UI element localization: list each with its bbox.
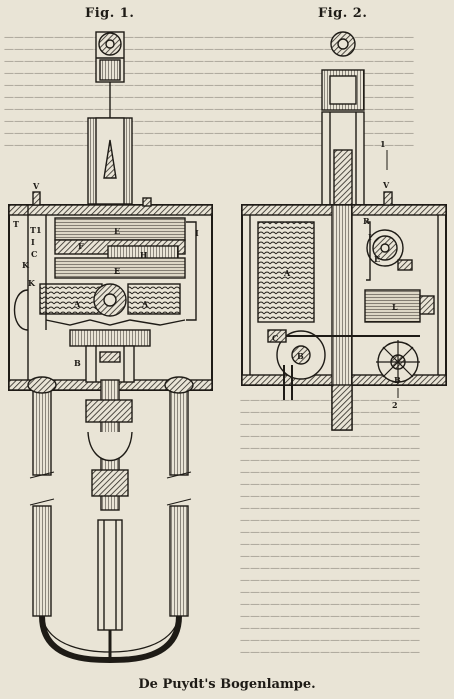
fig2-labels: 1 V R I E A L C B B 2 [272,139,401,410]
fig1-label-A-left: A [73,299,81,309]
fig1-label-H: H [140,250,148,260]
fig2-label-L: L [392,302,398,312]
fig2-drawing [241,31,447,431]
show-through-text-lower: ————————————————————————————————————————… [240,395,420,658]
fig1-right-rod [169,384,189,476]
fig1-label-A-right: A [141,299,149,309]
fig1-label-E-top: E [114,226,120,236]
fig2-label-C: C [272,333,278,343]
fig2-label-I: I [368,232,372,242]
fig1-label-K1: K [28,278,36,288]
fig2-label-V: V [382,180,390,190]
fig2-label-2: 2 [392,400,398,410]
fig2-label-B-right: B [394,375,401,385]
fig1-label-K: K [22,260,30,270]
fig1-label-E-mid: E [114,266,120,276]
fig1-labels: V T T1 I I C K K E F H E A A B [13,181,199,368]
fig1-drawing [8,31,213,664]
fig1-label-I2: I [195,228,199,238]
fig2-coil-A [257,221,315,323]
figure-caption: De Puydt's Bogenlampe. [138,677,316,692]
fig1-coil-E-mid [54,257,186,279]
fig1-title: Fig. 1. [85,6,135,21]
fig1-coil-A-right [127,283,181,315]
fig1-label-V: V [32,181,40,191]
fig1-left-rod [32,384,52,476]
fig2-title: Fig. 2. [318,6,368,21]
fig1-pulley [95,31,125,83]
show-through-text: ————————————————————————————————————————… [4,32,414,151]
fig1-label-I: I [31,237,35,247]
fig1-label-F: F [78,241,84,251]
fig1-label-T1: T1 [30,225,42,235]
fig1-label-C: C [31,249,37,259]
fig2-label-A: A [283,268,291,278]
fig1-label-T: T [13,219,19,229]
fig2-label-E: E [374,254,380,264]
fig2-label-1: 1 [380,139,386,149]
fig1-label-B: B [74,358,81,368]
fig2-label-R: R [363,216,370,226]
fig1-coil-A-left [39,283,103,315]
fig2-label-B-left: B [297,351,304,361]
